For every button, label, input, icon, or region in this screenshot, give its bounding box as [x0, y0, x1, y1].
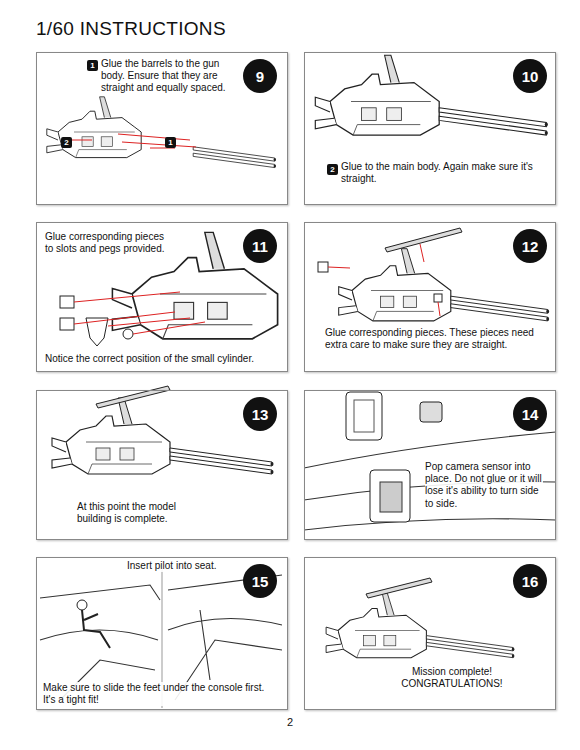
- callout-badge: 2: [327, 164, 338, 175]
- callout-number: 2: [330, 166, 334, 174]
- callout-number: 1: [90, 62, 94, 70]
- callout-badge: 1: [165, 137, 176, 148]
- instruction-text: Pop camera sensor into place. Do not glu…: [425, 461, 543, 510]
- instruction-text: Insert pilot into seat.: [127, 560, 257, 572]
- step-number: 14: [513, 397, 547, 431]
- step-number: 13: [243, 397, 277, 431]
- step-number-text: 10: [522, 68, 539, 85]
- instruction-text: Notice the correct position of the small…: [45, 353, 285, 365]
- callout-number: 2: [64, 139, 68, 147]
- instruction-text: Glue to the main body. Again make sure i…: [341, 161, 541, 185]
- step-panel: Glue the barrels to the gun body. Ensure…: [36, 52, 288, 205]
- step-number: 10: [513, 59, 547, 93]
- instruction-text: Mission complete! CONGRATULATIONS!: [397, 666, 507, 690]
- step-number-text: 11: [252, 238, 268, 255]
- step-panel: Glue corresponding pieces. These pieces …: [304, 222, 556, 372]
- instruction-text: Make sure to slide the feet under the co…: [43, 682, 279, 706]
- step-number-text: 9: [256, 68, 264, 85]
- step-number-text: 13: [252, 406, 269, 423]
- step-panel: Insert pilot into seat. Make sure to slid…: [36, 557, 288, 710]
- step-number: 15: [243, 564, 277, 598]
- callout-badge: 1: [87, 60, 98, 71]
- step-panel: Pop camera sensor into place. Do not glu…: [304, 390, 556, 540]
- step-panel: Glue to the main body. Again make sure i…: [304, 52, 556, 205]
- instruction-text: At this point the model building is comp…: [77, 501, 197, 525]
- instruction-text: Glue the barrels to the gun body. Ensure…: [101, 58, 241, 95]
- step-number-text: 16: [522, 573, 539, 590]
- callout-badge: 2: [61, 137, 72, 148]
- step-number: 11: [243, 229, 277, 263]
- instruction-text: Glue corresponding pieces. These pieces …: [325, 327, 535, 351]
- step-number-text: 12: [522, 238, 539, 255]
- instruction-text: Glue corresponding pieces to slots and p…: [45, 231, 175, 255]
- step-panel: Mission complete! CONGRATULATIONS! 16: [304, 557, 556, 710]
- step-number: 12: [513, 229, 547, 263]
- page-number: 2: [0, 716, 580, 728]
- step-panel: Glue corresponding pieces to slots and p…: [36, 222, 288, 372]
- callout-number: 1: [168, 139, 172, 147]
- step-number: 9: [243, 59, 277, 93]
- step-number: 16: [513, 564, 547, 598]
- step-number-text: 14: [522, 406, 539, 423]
- page-title: 1/60 INSTRUCTIONS: [36, 18, 226, 40]
- step-panel: At this point the model building is comp…: [36, 390, 288, 540]
- step-number-text: 15: [252, 573, 269, 590]
